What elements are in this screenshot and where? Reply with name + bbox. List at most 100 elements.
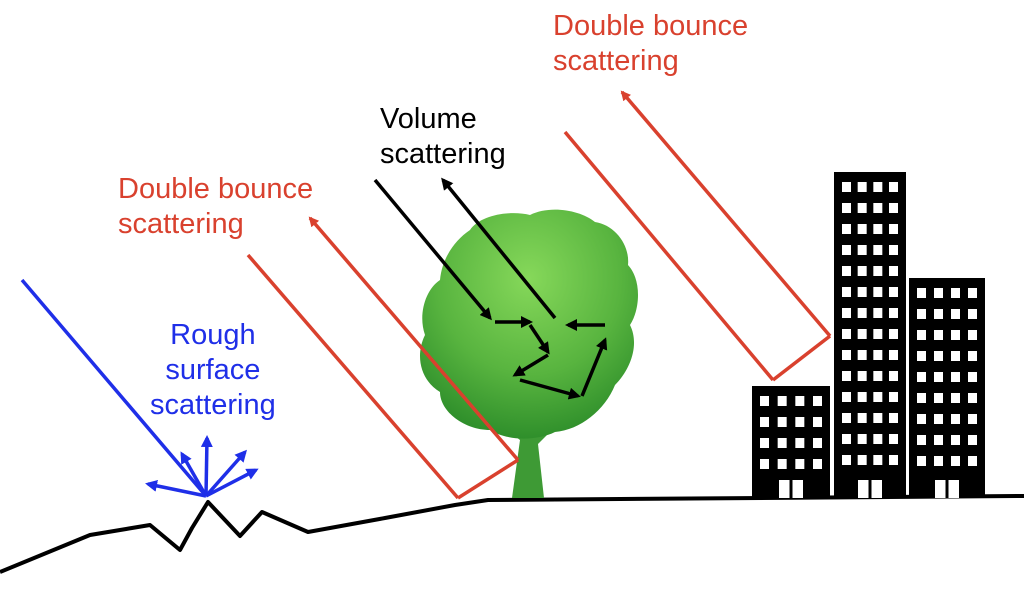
building-window: [889, 245, 898, 255]
building-window: [842, 329, 851, 339]
building-window: [917, 288, 926, 298]
building-window: [873, 287, 883, 297]
rough-incident-arrow: [20, 278, 208, 498]
building-door-divider: [868, 480, 872, 498]
building-window: [795, 417, 805, 427]
building-window: [917, 330, 926, 340]
building-window: [857, 203, 867, 213]
building-window: [968, 288, 977, 298]
building-door-divider: [789, 480, 793, 498]
building-window: [842, 392, 851, 402]
building-window: [934, 309, 943, 319]
label-line: surface: [165, 354, 261, 386]
building-window: [968, 351, 977, 361]
building-window: [889, 350, 898, 360]
building-window: [917, 456, 926, 466]
tree-icon: [420, 209, 638, 498]
building-window: [951, 372, 960, 382]
building-window: [934, 372, 943, 382]
building-window: [760, 438, 769, 448]
building-window: [873, 371, 883, 381]
building-window: [873, 350, 883, 360]
building-window: [760, 396, 769, 406]
building-window: [857, 329, 867, 339]
building-window: [857, 266, 867, 276]
building-window: [760, 459, 769, 469]
building-window: [873, 329, 883, 339]
building-door-divider: [945, 480, 949, 498]
double-bounce-tree-label: Double bounce scattering: [118, 172, 313, 242]
building-window: [917, 435, 926, 445]
rough-scatter-arrow-1: [145, 479, 207, 498]
building-window: [934, 435, 943, 445]
building-window: [842, 455, 851, 465]
label-line: scattering: [553, 45, 679, 77]
building-window: [813, 459, 822, 469]
building-window: [873, 308, 883, 318]
building-window: [842, 203, 851, 213]
building-window: [857, 245, 867, 255]
building-window: [813, 417, 822, 427]
rough-scatter-arrow-5: [205, 468, 259, 498]
building-window: [889, 182, 898, 192]
building-window: [951, 309, 960, 319]
label-line: Double bounce: [553, 10, 749, 42]
building-window: [934, 288, 943, 298]
building-window: [951, 351, 960, 361]
building-window: [889, 434, 898, 444]
volume-scattering-label: Volume scattering: [380, 102, 506, 172]
building-window: [873, 245, 883, 255]
label-line: scattering: [380, 138, 506, 170]
building-window: [857, 455, 867, 465]
building-window: [873, 413, 883, 423]
ground-line: [0, 494, 1024, 574]
building-window: [842, 434, 851, 444]
building-window: [889, 287, 898, 297]
building-window: [795, 396, 805, 406]
building-window: [951, 435, 960, 445]
building-window: [813, 438, 822, 448]
building-window: [873, 182, 883, 192]
building-window: [934, 456, 943, 466]
building-window: [889, 371, 898, 381]
building-window: [951, 330, 960, 340]
rough-surface-arrows: [20, 278, 259, 498]
building-window: [795, 459, 805, 469]
building-window: [857, 308, 867, 318]
building-window: [889, 266, 898, 276]
building-window: [857, 224, 867, 234]
building-window: [968, 414, 977, 424]
building-window: [813, 396, 822, 406]
label-line: scattering: [118, 208, 244, 240]
building-window: [857, 413, 867, 423]
building-window: [968, 330, 977, 340]
building-window: [968, 309, 977, 319]
building-window: [889, 413, 898, 423]
building-window: [873, 203, 883, 213]
building-window: [951, 393, 960, 403]
building-window: [968, 456, 977, 466]
rough-surface-scattering-label: Rough surface scattering: [150, 318, 276, 423]
building-window: [873, 455, 883, 465]
building-window: [951, 288, 960, 298]
building-window: [873, 434, 883, 444]
building-window: [917, 351, 926, 361]
label-line: Volume: [380, 103, 477, 135]
double-bounce-buildings-arrows: [563, 90, 832, 382]
building-window: [968, 393, 977, 403]
building-window: [842, 224, 851, 234]
building-window: [777, 459, 787, 469]
building-window: [873, 392, 883, 402]
building-window: [934, 351, 943, 361]
building-window: [889, 224, 898, 234]
building-window: [842, 350, 851, 360]
building-window: [842, 308, 851, 318]
building-window: [889, 329, 898, 339]
building-window: [842, 182, 851, 192]
building-window: [917, 309, 926, 319]
building-window: [857, 182, 867, 192]
building-window: [842, 413, 851, 423]
building-window: [857, 371, 867, 381]
rough-scatter-arrow-4: [204, 449, 247, 498]
